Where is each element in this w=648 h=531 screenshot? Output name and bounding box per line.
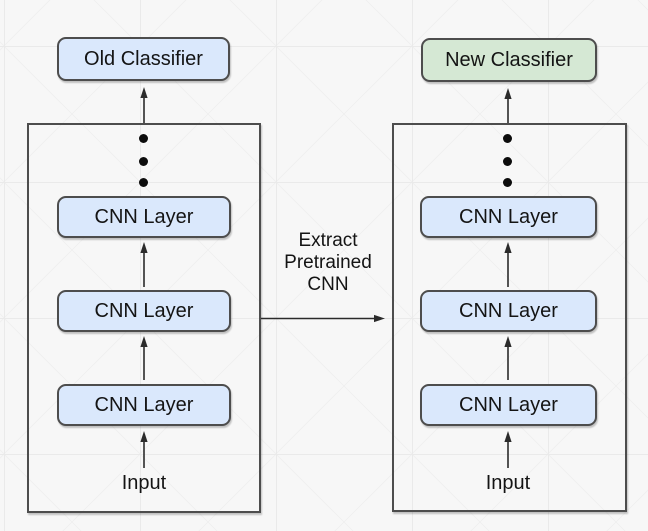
cnn-layer-label: CNN Layer	[94, 206, 194, 228]
cnn-layer-box: CNN Layer	[420, 384, 597, 426]
cnn-layer-label: CNN Layer	[94, 394, 194, 416]
transfer-label-line: Pretrained	[284, 252, 372, 273]
ellipsis-dot	[503, 178, 512, 187]
old-classifier-label: Old Classifier	[84, 48, 203, 70]
ellipsis-dot	[139, 157, 148, 166]
ellipsis-dot	[139, 134, 148, 143]
input-label: Input	[485, 472, 531, 494]
arrow-up-icon	[140, 242, 148, 287]
ellipsis-dot	[503, 157, 512, 166]
input-label: Input	[121, 472, 167, 494]
cnn-layer-box: CNN Layer	[57, 384, 231, 426]
cnn-layer-label: CNN Layer	[94, 300, 194, 322]
new-classifier-label: New Classifier	[445, 49, 573, 71]
arrow-up-icon	[504, 242, 512, 287]
ellipsis-dot	[139, 178, 148, 187]
transfer-label-line: CNN	[307, 274, 349, 295]
arrow-right-icon	[261, 314, 385, 323]
cnn-layer-label: CNN Layer	[459, 394, 558, 416]
arrow-up-icon	[140, 431, 148, 468]
old-classifier-box: Old Classifier	[57, 37, 230, 81]
cnn-layer-box: CNN Layer	[57, 196, 231, 238]
cnn-layer-box: CNN Layer	[420, 196, 597, 238]
cnn-layer-box: CNN Layer	[57, 290, 231, 332]
new-classifier-box: New Classifier	[421, 38, 597, 82]
ellipsis-dot	[503, 134, 512, 143]
cnn-layer-box: CNN Layer	[420, 290, 597, 332]
cnn-layer-label: CNN Layer	[459, 206, 558, 228]
arrow-up-icon	[504, 431, 512, 468]
arrow-up-icon	[140, 87, 148, 123]
arrow-up-icon	[140, 336, 148, 380]
right-network-frame	[392, 123, 627, 512]
transfer-label-line: Extract	[298, 230, 358, 251]
transfer-arrow-label: Extract Pretrained CNN	[258, 230, 398, 296]
cnn-layer-label: CNN Layer	[459, 300, 558, 322]
arrow-up-icon	[504, 336, 512, 380]
arrow-up-icon	[504, 88, 512, 123]
left-network-frame	[27, 123, 261, 513]
